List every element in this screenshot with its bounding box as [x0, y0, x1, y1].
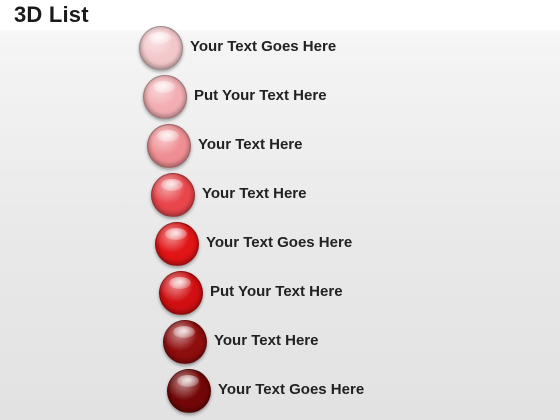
sphere-icon: [163, 320, 207, 364]
sphere-icon: [159, 271, 203, 315]
sphere-icon: [151, 173, 195, 217]
sphere-icon: [167, 369, 211, 413]
list-item-label: Put Your Text Here: [210, 283, 343, 300]
list-item-label: Your Text Goes Here: [190, 38, 337, 55]
sphere-icon: [155, 222, 199, 266]
list-item-label: Your Text Goes Here: [206, 234, 353, 251]
list-item-label: Your Text Goes Here: [218, 381, 365, 398]
list-item-label: Your Text Here: [214, 332, 319, 349]
title-band: [0, 0, 560, 30]
sphere-icon: [147, 124, 191, 168]
sphere-icon: [143, 75, 187, 119]
list-item-label: Your Text Here: [198, 136, 303, 153]
list-item-label: Your Text Here: [202, 185, 307, 202]
sphere-icon: [139, 26, 183, 70]
list-item-label: Put Your Text Here: [194, 87, 327, 104]
page-title: 3D List: [14, 2, 89, 27]
